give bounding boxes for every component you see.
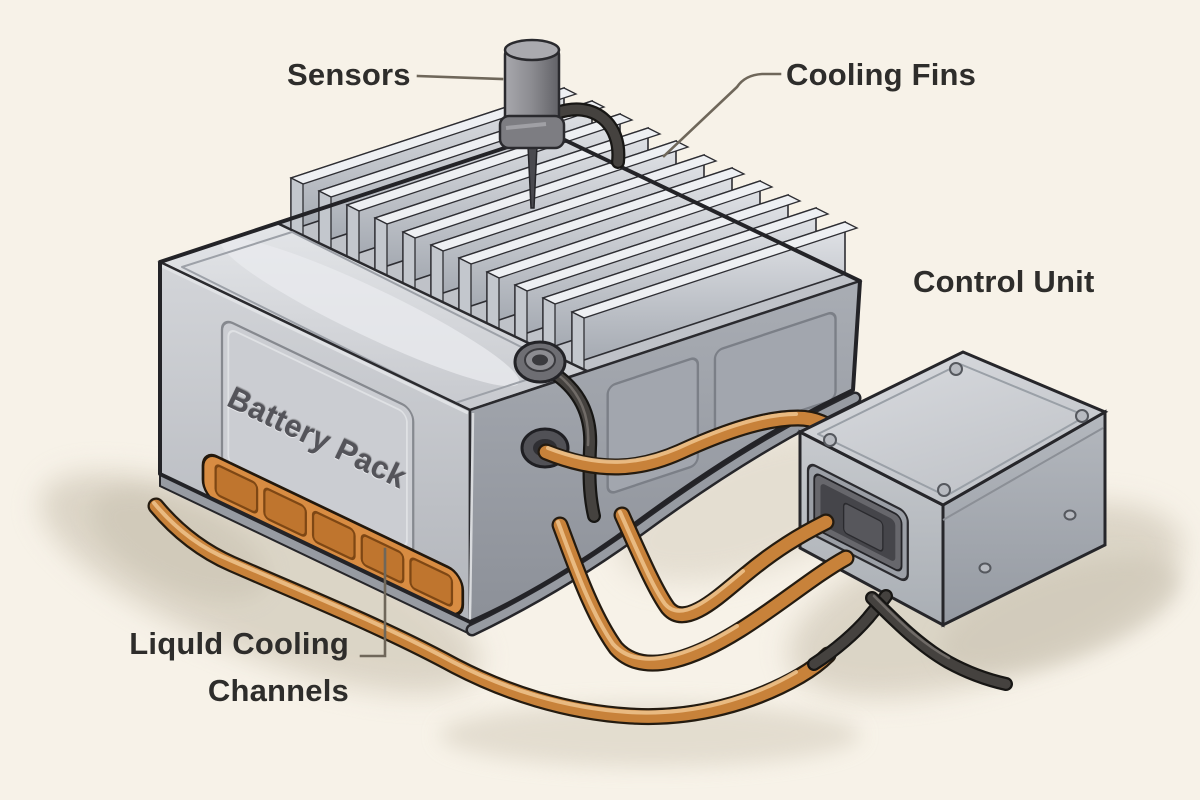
sensor-collar [498, 114, 566, 150]
cable-gland [513, 340, 601, 523]
control-unit-top-face [796, 350, 1109, 507]
copper-pipe-loop [551, 516, 855, 672]
channel-window [263, 487, 307, 537]
pipes-shadow [440, 703, 860, 767]
leader-lines [359, 72, 782, 658]
channel-window [214, 464, 259, 514]
screw [1075, 409, 1089, 423]
copper-pipe-upper [537, 409, 851, 476]
label-cooling-fins: Cooling Fins [786, 57, 977, 92]
screw [978, 562, 992, 574]
label-liquid-cooling-line2: Channels [207, 673, 349, 708]
channel-window [311, 510, 356, 561]
channel-window [360, 534, 405, 584]
screw [937, 483, 951, 497]
liquid-cooling-leader-line [359, 547, 387, 658]
label-sensors: Sensors [287, 57, 411, 92]
battery-pack-outline [158, 131, 862, 624]
label-liquid-cooling: Liquld Cooling Channels [129, 620, 349, 714]
copper-pipe-loop [613, 506, 835, 624]
sensor-probe [498, 38, 626, 209]
connector-block [806, 463, 909, 582]
channel-window [409, 557, 454, 607]
screw [823, 433, 837, 447]
label-liquid-cooling-line1: Liquld Cooling [129, 626, 349, 661]
screw [1063, 509, 1077, 521]
screw [949, 362, 963, 376]
copper-pipes [147, 497, 1013, 726]
sensors-leader-line [416, 74, 504, 81]
cooling-fins-leader-line [662, 72, 782, 158]
label-control-unit: Control Unit [913, 264, 1095, 299]
control-unit-cable [865, 591, 1013, 691]
control-unit-box [796, 350, 1109, 628]
